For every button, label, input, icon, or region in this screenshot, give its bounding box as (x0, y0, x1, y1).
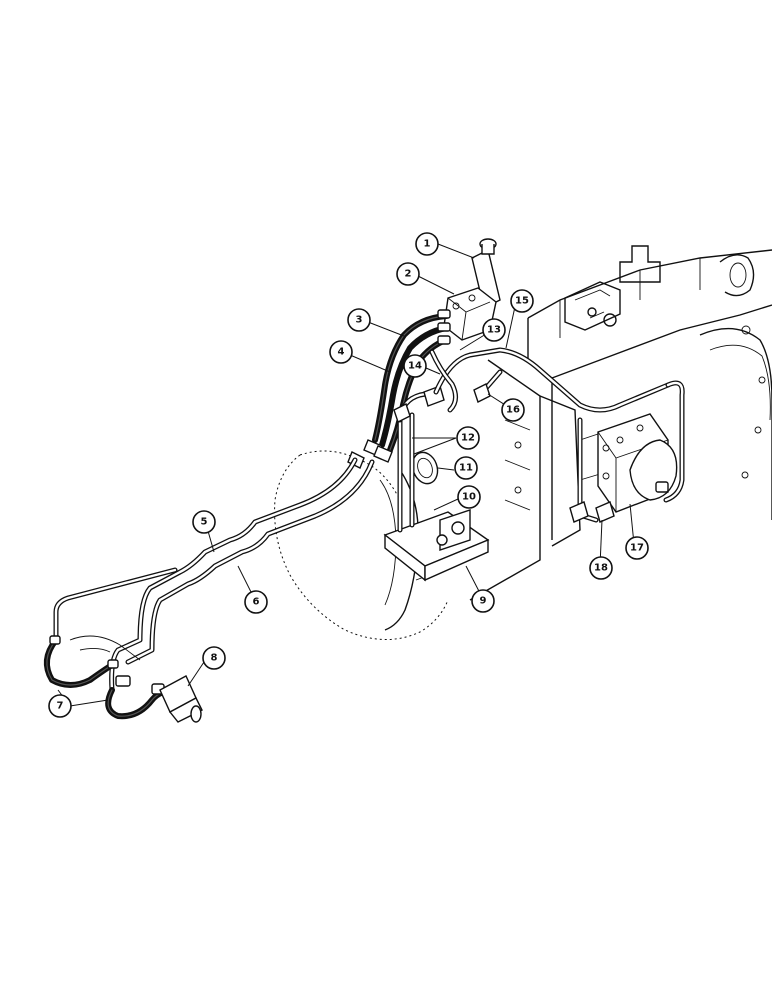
transmission-housing (469, 245, 772, 601)
callout-3-label: 3 (356, 315, 363, 326)
callout-5-label: 5 (201, 517, 208, 528)
callout-13: 13 (482, 318, 506, 342)
callout-7-label: 7 (57, 701, 64, 712)
callout-5: 5 (192, 510, 216, 534)
valve-pipes (393, 385, 445, 533)
steering-cylinder (69, 635, 203, 723)
callout-4: 4 (329, 340, 353, 364)
callout-1-label: 1 (424, 239, 431, 250)
callout-16: 16 (501, 398, 525, 422)
callout-17: 17 (625, 536, 649, 560)
callout-4-label: 4 (338, 347, 345, 358)
callouts: 1 2 3 4 5 6 7 8 9 10 11 12 13 14 15 16 1… (48, 232, 649, 718)
callout-14: 14 (403, 354, 427, 378)
hydraulic-pump (595, 413, 678, 523)
callout-12: 12 (456, 426, 480, 450)
callout-9-label: 9 (480, 596, 487, 607)
callout-2: 2 (396, 262, 420, 286)
callout-7: 7 (48, 694, 72, 718)
callout-8: 8 (202, 646, 226, 670)
callout-3: 3 (347, 308, 371, 332)
callout-6-label: 6 (253, 597, 260, 608)
callout-8-label: 8 (211, 653, 218, 664)
callout-18-label: 18 (594, 563, 608, 574)
callout-6: 6 (244, 590, 268, 614)
callout-1: 1 (415, 232, 439, 256)
callout-10: 10 (457, 485, 481, 509)
callout-12-label: 12 (461, 433, 475, 444)
steel-lines (53, 457, 375, 693)
callout-14-label: 14 (408, 361, 422, 372)
callout-15: 15 (510, 289, 534, 313)
callout-2-label: 2 (405, 269, 412, 280)
callout-13-label: 13 (487, 325, 501, 336)
supply-lines (429, 347, 685, 523)
callout-16-label: 16 (506, 405, 520, 416)
callout-11-label: 11 (459, 463, 473, 474)
mounting-bracket (383, 509, 490, 582)
callout-10-label: 10 (462, 492, 476, 503)
callout-17-label: 17 (630, 543, 644, 554)
callout-18: 18 (589, 556, 613, 580)
callout-9: 9 (471, 589, 495, 613)
callout-15-label: 15 (515, 296, 529, 307)
callout-11: 11 (454, 456, 478, 480)
